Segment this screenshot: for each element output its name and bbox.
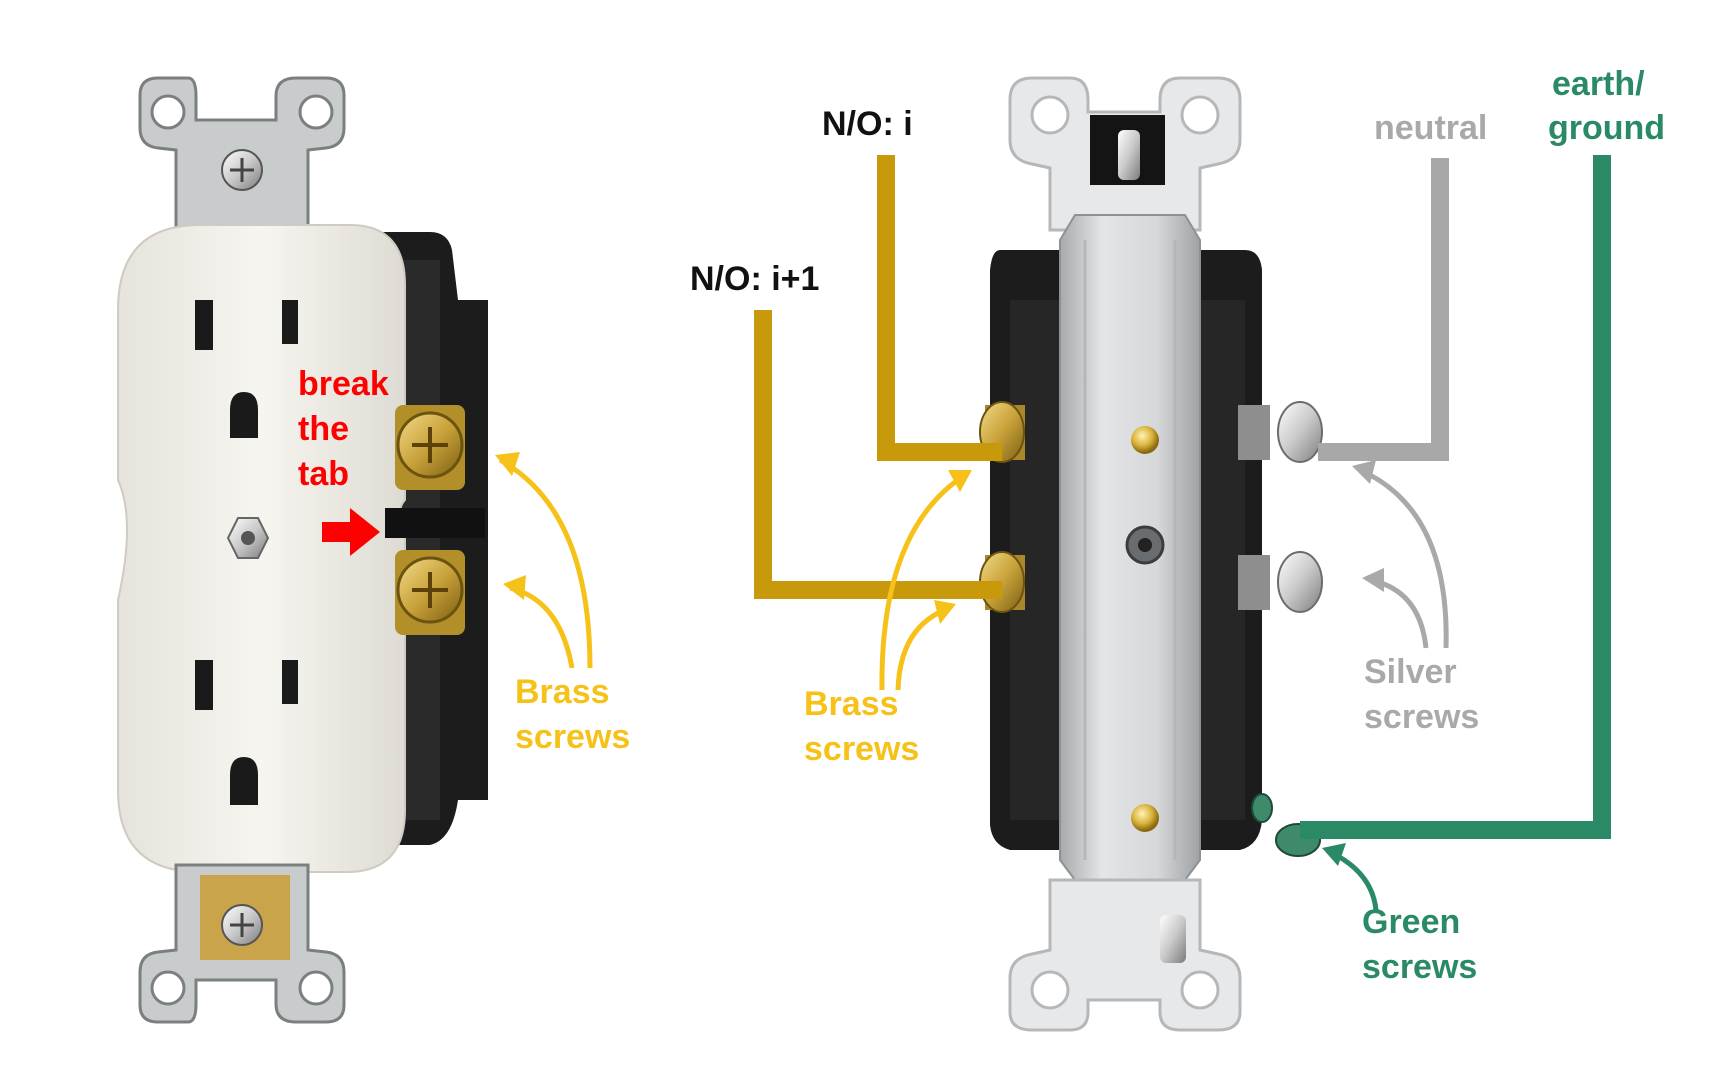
center-screw-icon bbox=[226, 517, 270, 559]
arrowhead bbox=[948, 470, 972, 492]
wire-no-i bbox=[877, 155, 1002, 461]
right-arrow-icon bbox=[322, 508, 380, 556]
arrowhead bbox=[934, 600, 956, 624]
right-receptacle bbox=[979, 76, 1323, 1032]
screw-icon bbox=[1238, 401, 1323, 463]
label-neutral: neutral bbox=[1374, 109, 1488, 147]
label-break: break bbox=[298, 365, 389, 403]
bottom-mounting-ear bbox=[1008, 878, 1242, 1032]
label-the: the bbox=[298, 410, 349, 448]
label-brass-right-2: screws bbox=[804, 730, 920, 768]
wire-ground bbox=[1300, 155, 1611, 839]
label-brass-right-1: Brass bbox=[804, 685, 899, 723]
break-off-tab bbox=[385, 508, 485, 538]
ground-hole bbox=[230, 757, 258, 805]
label-ground: ground bbox=[1548, 109, 1666, 147]
outlet-slot bbox=[195, 300, 213, 350]
arrowhead bbox=[495, 452, 520, 476]
label-no-i: N/O: i bbox=[822, 105, 913, 143]
left-receptacle bbox=[117, 76, 488, 1024]
rivet bbox=[1131, 804, 1159, 832]
wire-neutral bbox=[1318, 158, 1449, 461]
arrowhead bbox=[1322, 843, 1346, 866]
label-no-i-plus-1: N/O: i+1 bbox=[690, 260, 820, 298]
label-brass-left-2: screws bbox=[515, 718, 631, 756]
label-green-2: screws bbox=[1362, 948, 1478, 986]
label-earth: earth/ bbox=[1552, 65, 1645, 103]
outlet-slot bbox=[282, 660, 298, 704]
arrowhead bbox=[1352, 460, 1376, 484]
arrowhead bbox=[503, 575, 526, 600]
label-silver-1: Silver bbox=[1364, 653, 1457, 691]
outlet-slot bbox=[282, 300, 298, 344]
wire-no-i-plus-1 bbox=[754, 310, 1002, 599]
screw-icon bbox=[395, 550, 465, 635]
bottom-mounting-ear bbox=[138, 863, 346, 1024]
outlet-slot bbox=[195, 660, 213, 710]
arrowhead bbox=[1362, 568, 1384, 592]
label-green-1: Green bbox=[1362, 903, 1461, 941]
top-mounting-ear bbox=[1008, 76, 1242, 232]
top-mounting-ear bbox=[138, 76, 346, 237]
silver-arrows bbox=[1358, 467, 1449, 649]
brass-arrows-left bbox=[498, 457, 593, 669]
label-tab: tab bbox=[298, 455, 349, 493]
rivet bbox=[1131, 426, 1159, 454]
screw-icon bbox=[1238, 551, 1323, 613]
label-silver-2: screws bbox=[1364, 698, 1480, 736]
ground-hole bbox=[230, 392, 258, 438]
screw-icon bbox=[395, 405, 465, 490]
label-brass-left-1: Brass bbox=[515, 673, 610, 711]
